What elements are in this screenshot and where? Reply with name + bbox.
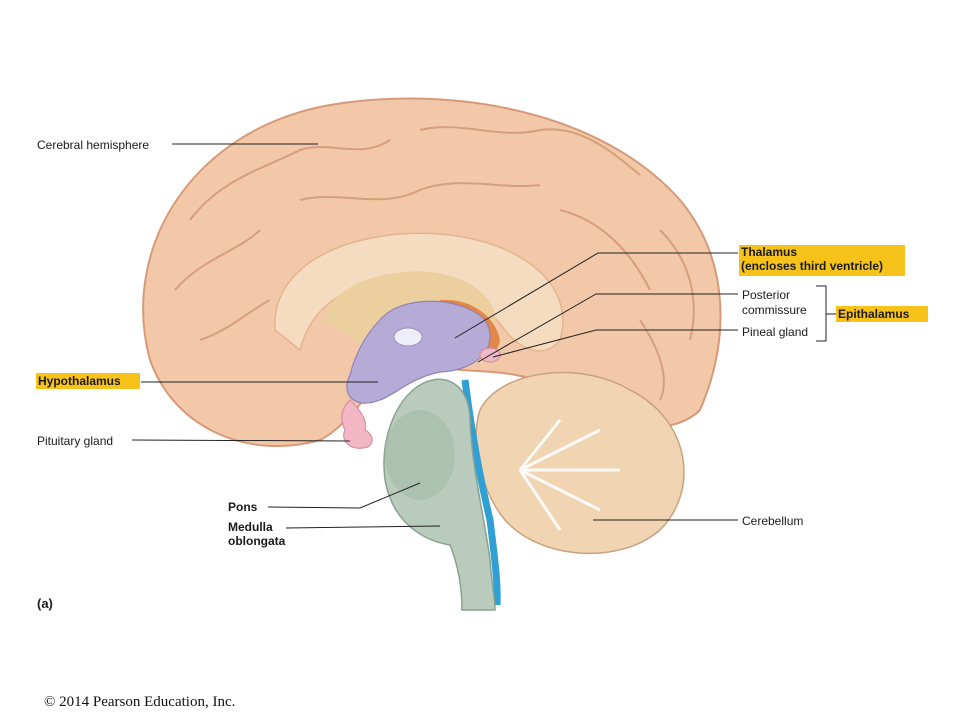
panel-label: (a): [37, 596, 53, 611]
label-pineal-gland: Pineal gland: [742, 325, 809, 339]
label-cerebral-hemisphere: Cerebral hemisphere: [37, 138, 150, 152]
pituitary-gland-shape: [341, 399, 373, 449]
leader-lines: [131, 143, 837, 529]
label-thalamus-line1: Thalamus: [741, 245, 798, 259]
label-medulla-line2: oblongata: [228, 534, 286, 548]
label-epithalamus: Epithalamus: [836, 306, 928, 322]
label-hypothalamus: Hypothalamus: [36, 373, 140, 389]
pons-bulge: [385, 410, 455, 500]
label-thalamus-box: Thalamus (encloses third ventricle): [739, 245, 905, 276]
label-posterior-line2: commissure: [742, 303, 807, 317]
label-thalamus-line2: (encloses third ventricle): [741, 259, 884, 273]
interthalamic-adhesion: [393, 327, 423, 347]
gyri: [174, 126, 695, 401]
arbor-vitae: [518, 419, 620, 531]
label-cerebellum: Cerebellum: [742, 514, 804, 528]
label-medulla-line1: Medulla: [228, 520, 273, 534]
copyright: © 2014 Pearson Education, Inc.: [44, 694, 236, 710]
label-posterior-line1: Posterior: [742, 288, 791, 302]
label-pons: Pons: [228, 500, 258, 514]
thalamus: [346, 300, 491, 404]
label-pituitary-gland: Pituitary gland: [37, 434, 114, 448]
cerebellum-shape: [475, 371, 685, 555]
